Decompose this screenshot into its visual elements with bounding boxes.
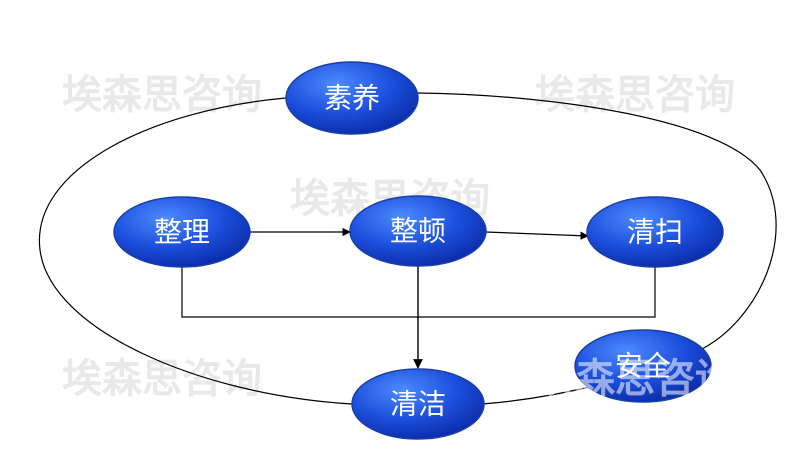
node-zhengdun: 整顿 xyxy=(349,195,487,267)
watermark-text: 埃森思咨询 xyxy=(535,356,735,402)
node-qingsao: 清扫 xyxy=(586,196,724,268)
watermark-text: 埃森思咨询 xyxy=(62,356,262,402)
node-suyang: 素养 xyxy=(285,61,419,135)
node-zhengli-label: 整理 xyxy=(154,216,210,249)
node-anquan-label: 安全 xyxy=(615,350,671,383)
node-qingjie: 清洁 xyxy=(351,368,485,440)
node-anquan: 安全 xyxy=(574,329,712,403)
node-suyang-label: 素养 xyxy=(324,82,380,115)
node-qingjie-label: 清洁 xyxy=(390,388,446,421)
node-zhengdun-label: 整顿 xyxy=(390,215,446,248)
node-qingsao-label: 清扫 xyxy=(627,216,683,249)
watermark-text: 埃森思咨询 xyxy=(62,72,262,118)
arrow-zhengdun-to-qingsao xyxy=(485,231,589,240)
watermark-text: 埃森思咨询 xyxy=(535,72,735,118)
node-zhengli: 整理 xyxy=(113,196,251,268)
